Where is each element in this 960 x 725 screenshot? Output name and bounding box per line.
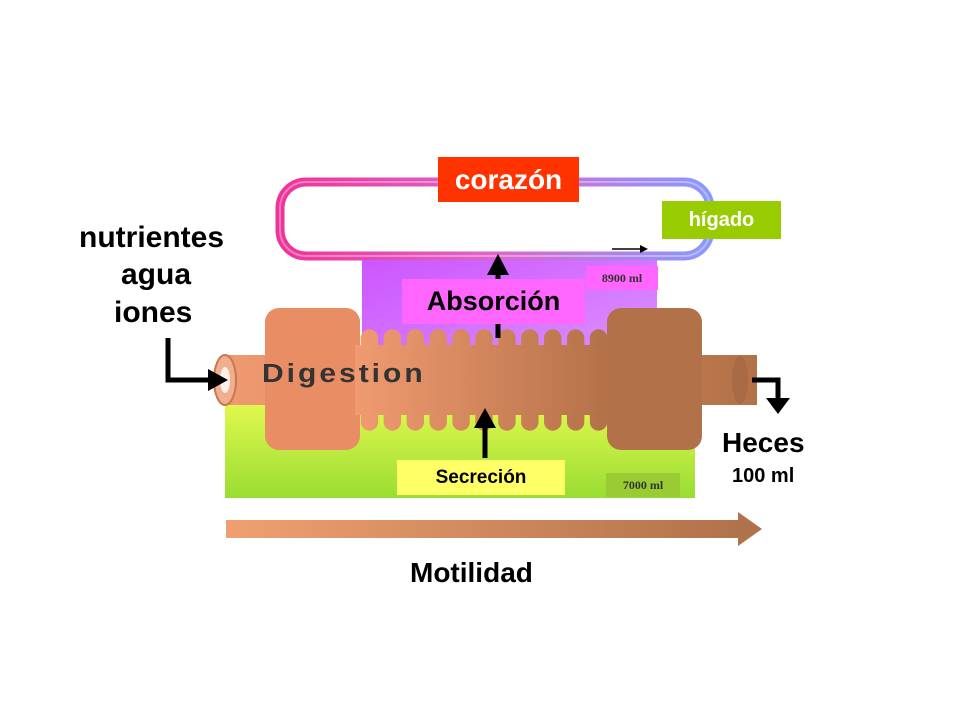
higado-box: hígado: [662, 201, 781, 239]
heces-amount: 100 ml: [732, 465, 795, 487]
agua-label: agua: [121, 258, 192, 291]
heces-label: Heces: [722, 427, 805, 458]
nutrientes-label: nutrientes: [79, 221, 225, 254]
flow-arrow: [612, 245, 648, 253]
output-arrow: [752, 377, 790, 414]
secrecion-box: Secreción: [397, 460, 565, 495]
absorcion-box: Absorción: [402, 279, 585, 324]
digestion-label: Digestion: [262, 360, 426, 389]
input-arrow: [165, 338, 228, 391]
iones-label: iones: [114, 296, 193, 329]
up-arrow-secretion: [474, 408, 496, 458]
flow-label-top: 8900 ml: [586, 266, 658, 290]
motility-arrow: [226, 512, 762, 546]
flow-label-bottom: 7000 ml: [606, 473, 680, 497]
motilidad-label: Motilidad: [410, 557, 533, 588]
corazon-box: corazón: [438, 157, 579, 202]
